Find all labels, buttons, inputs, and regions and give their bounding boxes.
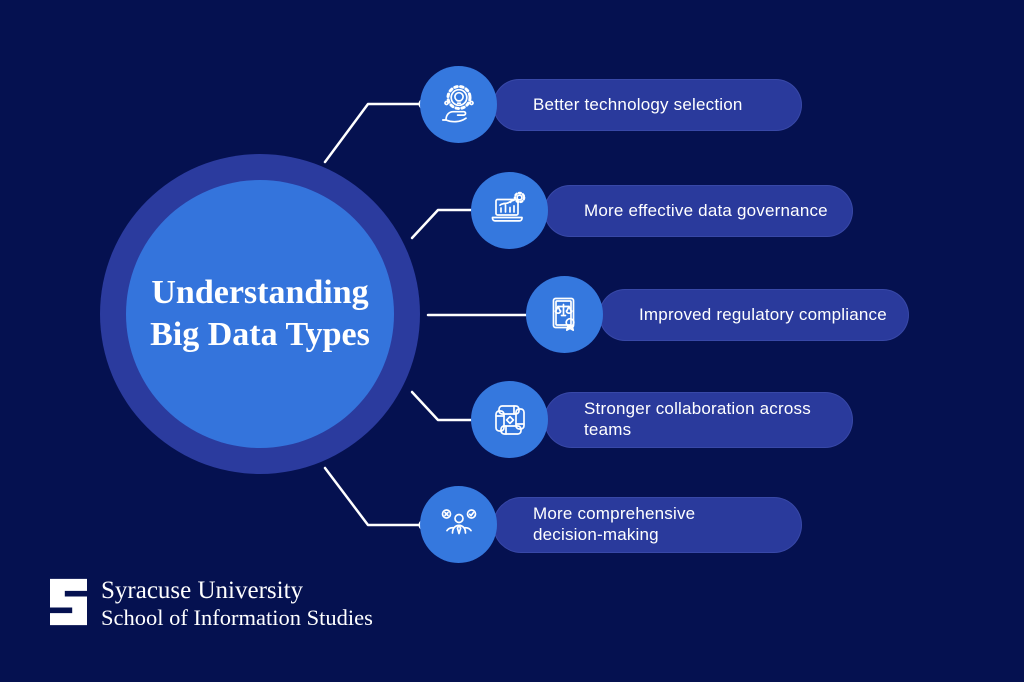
page-title-line2: Big Data Types	[150, 316, 370, 353]
syracuse-s-logo-icon	[50, 578, 87, 626]
compliance-icon	[552, 297, 575, 331]
footer-org-name: Syracuse University	[101, 577, 304, 604]
data-governance-icon	[491, 191, 525, 222]
title-circle: Understanding Big Data Types	[100, 154, 420, 474]
benefit-icon-circle	[471, 381, 548, 458]
benefit-icon-circle	[420, 486, 497, 563]
benefit-label: Stronger collaboration across teams	[584, 399, 811, 439]
footer-logo: Syracuse University School of Informatio…	[50, 577, 373, 631]
benefit-pill: Stronger collaboration across teams	[544, 392, 853, 448]
page-title-line1: Understanding	[151, 273, 369, 311]
decision-making-icon	[441, 508, 476, 534]
benefit-label: More effective data governance	[584, 200, 828, 220]
benefit-pill: Better technology selection	[493, 79, 802, 131]
benefit-pill: Improved regulatory compliance	[599, 289, 909, 341]
benefit-pill: More effective data governance	[544, 185, 853, 237]
benefit-label: More comprehensive decision-making	[533, 504, 696, 544]
benefit-pill: More comprehensive decision-making	[493, 497, 802, 553]
benefit-label: Improved regulatory compliance	[639, 304, 887, 324]
benefit-icon-circle	[526, 276, 603, 353]
benefit-icon-circle	[420, 66, 497, 143]
footer-dept-name: School of Information Studies	[101, 605, 373, 630]
title-circle-inner: Understanding Big Data Types	[126, 180, 394, 448]
benefit-icon-circle	[471, 172, 548, 249]
collaboration-icon	[494, 404, 525, 435]
benefit-label: Better technology selection	[533, 94, 743, 114]
innovation-icon	[441, 84, 474, 123]
